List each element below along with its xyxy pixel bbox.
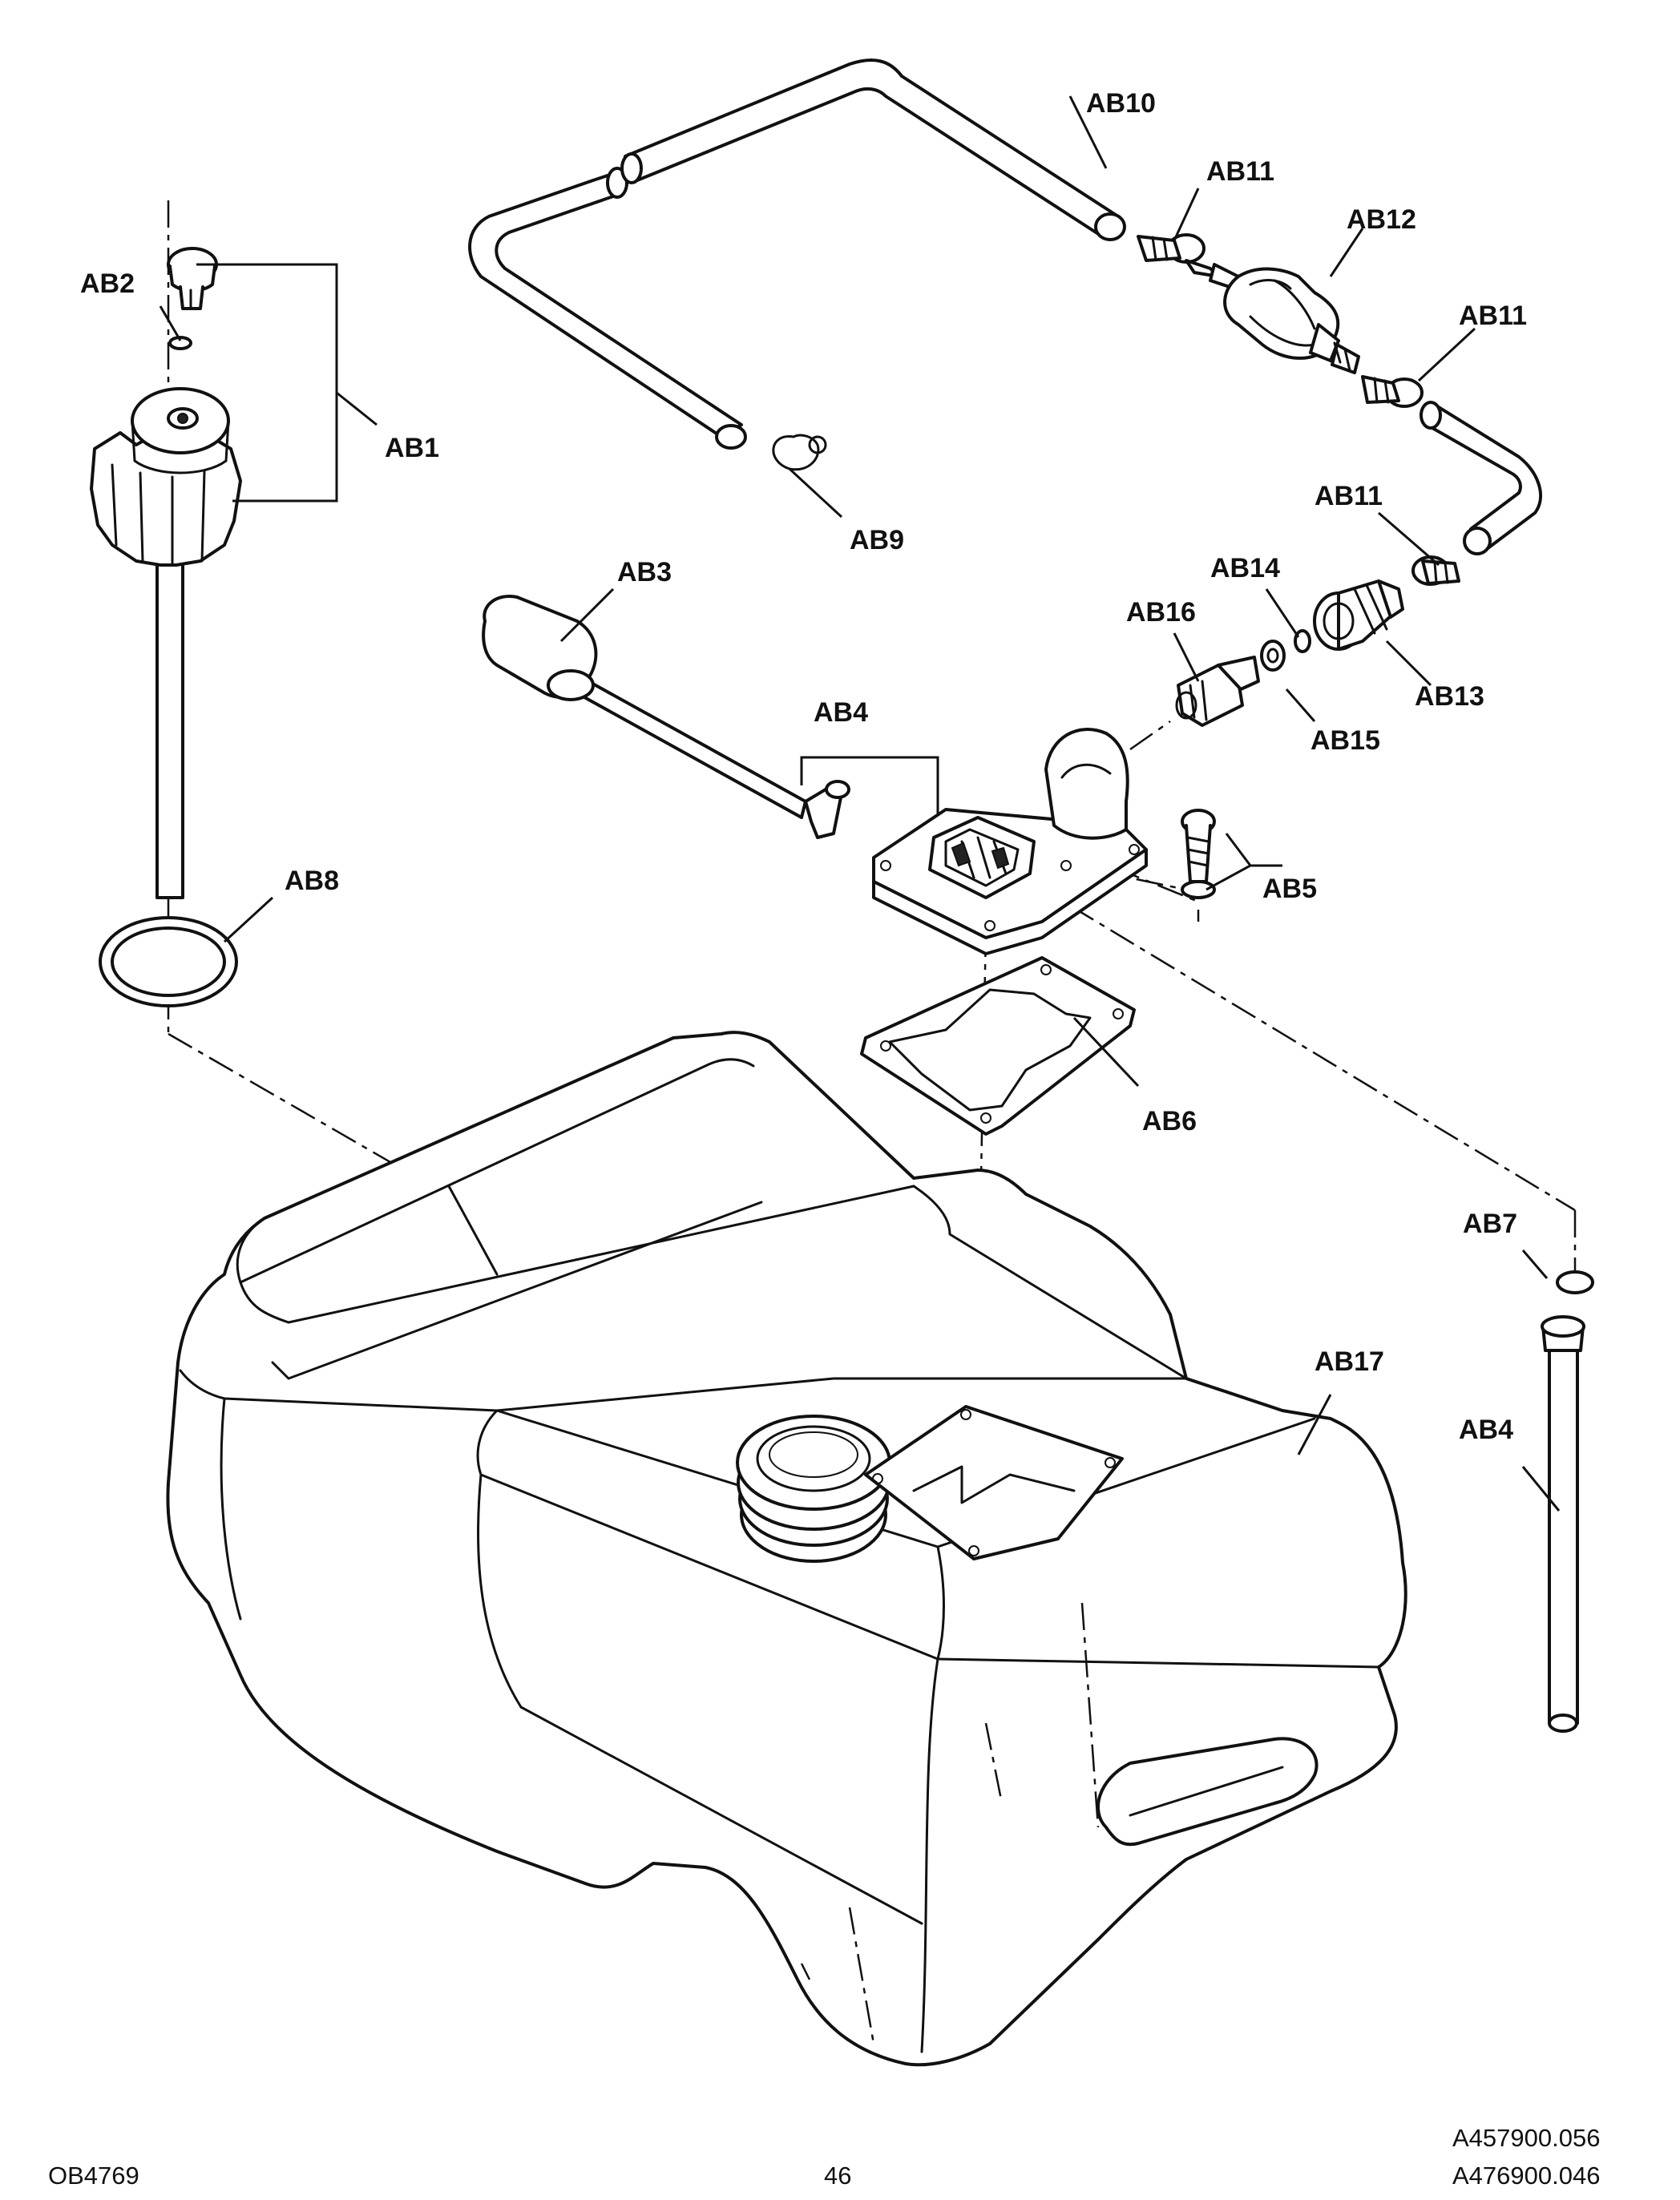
tube-o-ring (1556, 1270, 1594, 1294)
tank-connector (1313, 579, 1404, 651)
footer-part-number-2: A476900.046 (1452, 2162, 1600, 2190)
hose-clamp (772, 434, 827, 471)
hose-coupler-2 (1361, 375, 1424, 408)
callout-ab2: AB2 (80, 268, 135, 299)
callout-ab8: AB8 (285, 866, 339, 896)
callout-ab5: AB5 (1262, 874, 1317, 904)
callout-ab14: AB14 (1210, 553, 1280, 583)
callout-ab3: AB3 (617, 557, 672, 587)
filler-neck (736, 1415, 891, 1511)
callout-ab7: AB7 (1463, 1209, 1517, 1239)
leader-lines (159, 95, 1561, 1512)
pickup-gasket (860, 956, 1136, 1136)
page-footer: OB4769 46 A457900.056 A476900.046 (48, 2124, 1600, 2190)
gauge-rod (155, 551, 184, 899)
vent-washer (168, 336, 192, 350)
o-ring-large (99, 916, 238, 1007)
vent-screw (167, 247, 218, 310)
fuel-gauge-float (482, 595, 850, 839)
pickup-tube (1541, 1315, 1585, 1733)
fuel-hose (468, 59, 1543, 555)
footer-left-code: OB4769 (48, 2162, 139, 2190)
gauge-dome (1044, 728, 1129, 840)
callout-ab1: AB1 (385, 433, 439, 463)
hose-right-section (1425, 403, 1543, 551)
hose-top-section (624, 59, 1120, 238)
filler-cap-assembly (90, 387, 242, 899)
hose-left-section (468, 171, 743, 438)
fuel-tank (166, 1031, 1407, 2067)
callout-ab11-c: AB11 (1315, 481, 1383, 511)
callout-ab10: AB10 (1086, 88, 1156, 119)
callout-ab9: AB9 (850, 525, 904, 555)
footer-page-number: 46 (824, 2162, 851, 2190)
hose-coupler-1 (1137, 233, 1205, 264)
callout-ab15: AB15 (1310, 725, 1380, 756)
callout-ab4-right: AB4 (1459, 1415, 1513, 1445)
mount-screw (1181, 809, 1216, 899)
float-arm (575, 676, 807, 819)
primer-bulb (1185, 259, 1360, 374)
callout-ab17: AB17 (1315, 1346, 1384, 1377)
callout-ab11-b: AB11 (1459, 301, 1527, 331)
callout-ab13: AB13 (1415, 681, 1484, 712)
connector-washer (1260, 640, 1286, 672)
tank-fitting (1175, 656, 1260, 727)
callout-ab11-a: AB11 (1206, 156, 1274, 187)
callout-ab4-top: AB4 (814, 697, 868, 728)
callout-ab6: AB6 (1142, 1106, 1197, 1136)
callout-ab12: AB12 (1347, 204, 1416, 235)
callout-labels: AB1 AB2 AB3 AB4 AB4 AB5 AB6 AB7 AB8 AB9 … (80, 88, 1527, 1445)
footer-part-number-1: A457900.056 (1452, 2124, 1600, 2152)
pickup-plate (872, 728, 1148, 955)
callout-ab16: AB16 (1126, 597, 1196, 628)
